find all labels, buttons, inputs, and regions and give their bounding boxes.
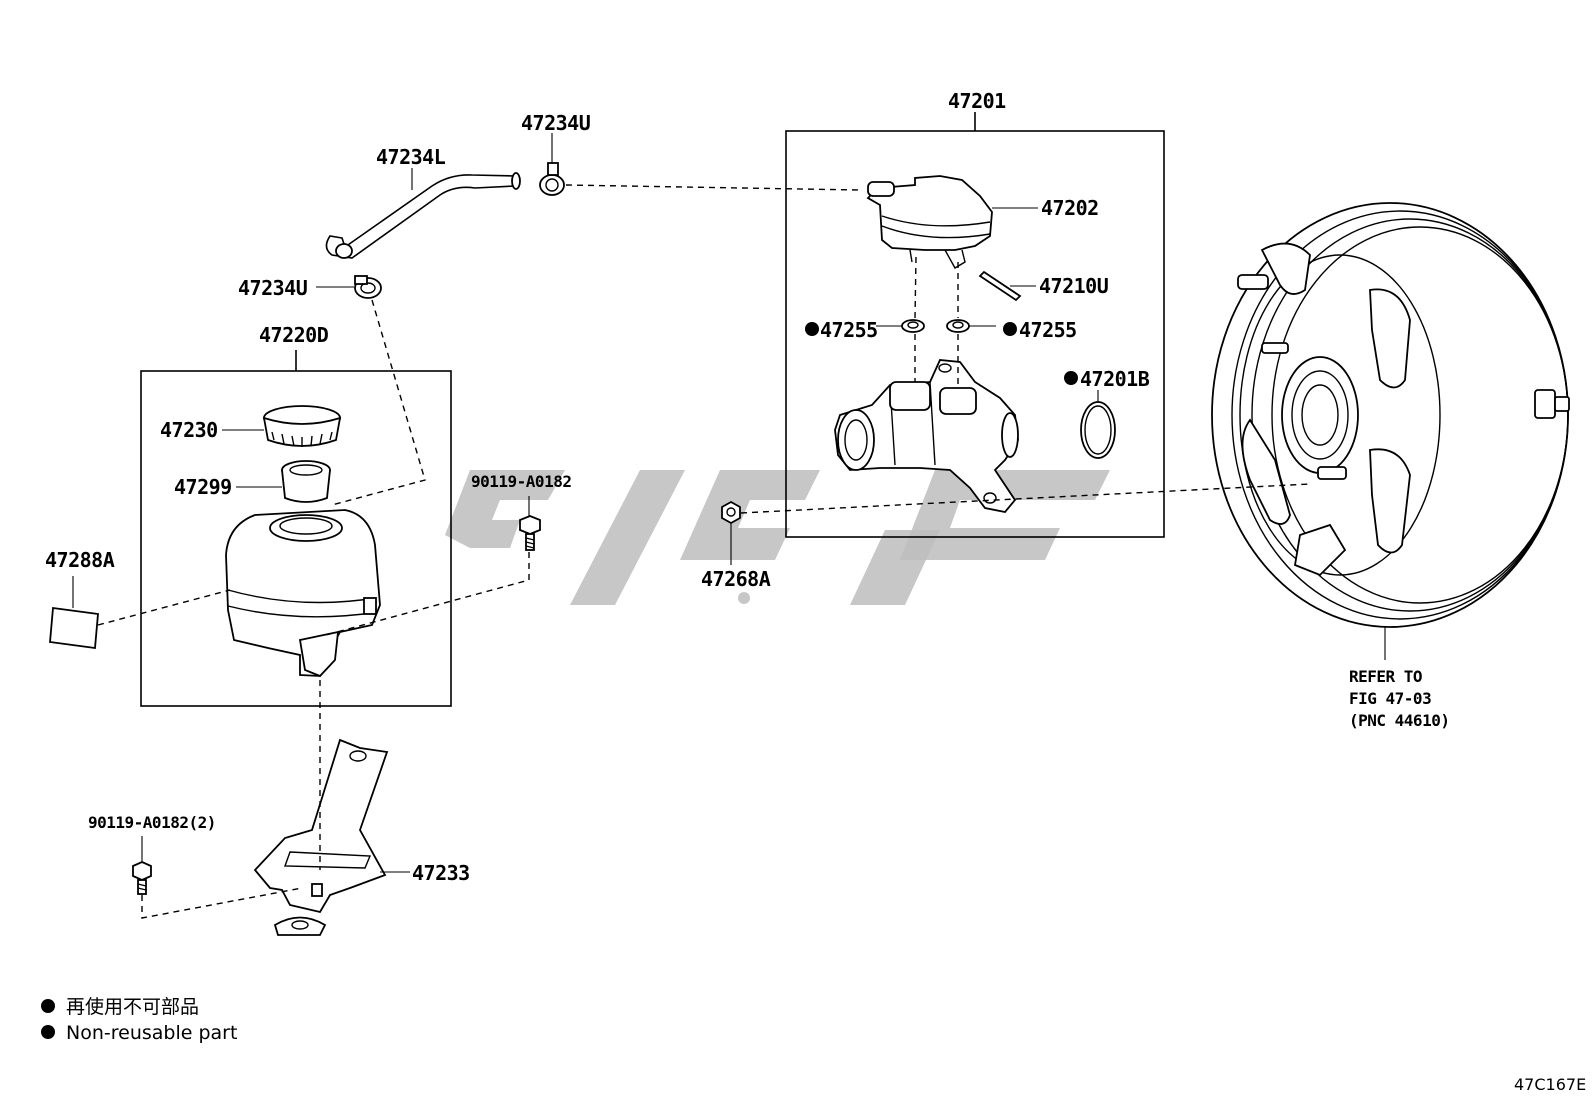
label-47210U: 47210U <box>1039 274 1108 298</box>
label-47220D: 47220D <box>259 323 329 347</box>
legend-english: Non-reusable part <box>66 1022 237 1044</box>
assembly-dash-lines <box>97 184 1311 919</box>
hose-clip-47234U-left <box>354 275 382 299</box>
master-cylinder-body <box>834 359 1019 513</box>
hose-47234L <box>325 172 521 259</box>
label-47234U-left: 47234U <box>238 276 307 300</box>
label-47288A: 47288A <box>45 548 115 572</box>
non-reusable-marker-47201B <box>1064 371 1078 385</box>
caution-label-47288A <box>49 606 99 650</box>
strainer-47299 <box>281 460 331 503</box>
label-47201: 47201 <box>948 89 1006 113</box>
non-reusable-marker-47255-left <box>805 322 819 336</box>
grommet-47255-right <box>946 319 970 333</box>
label-90119-A0182-2: 90119-A0182(2) <box>88 813 216 832</box>
reservoir-tank-body <box>225 509 381 678</box>
label-47201B: 47201B <box>1080 367 1150 391</box>
bracket-47233 <box>253 738 389 936</box>
nut-47268A <box>721 500 741 525</box>
o-ring-47201B <box>1080 401 1116 459</box>
legend-bullet-1 <box>41 999 55 1013</box>
label-47299: 47299 <box>174 475 232 499</box>
label-47255-left: 47255 <box>820 318 878 342</box>
label-47233: 47233 <box>412 861 470 885</box>
reservoir-tank-47202 <box>866 175 993 269</box>
reservoir-cap-47230 <box>262 405 342 447</box>
grommet-47255-left <box>901 319 925 333</box>
non-reusable-marker-47255-right <box>1003 322 1017 336</box>
refer-note-line2: FIG 47-03 <box>1349 689 1431 708</box>
brake-booster <box>1211 202 1570 628</box>
label-47202: 47202 <box>1041 196 1099 220</box>
refer-note-line1: REFER TO <box>1349 667 1422 686</box>
bolt-90119-A0182 <box>519 515 541 551</box>
label-47255-right: 47255 <box>1019 318 1077 342</box>
bolt-90119-A0182-2 <box>132 861 152 895</box>
legend-japanese: 再使用不可部品 <box>66 996 199 1018</box>
hose-clip-47234U-top <box>539 162 565 196</box>
label-47234U-top: 47234U <box>521 111 590 135</box>
legend-bullet-2 <box>41 1025 55 1039</box>
pin-47210U <box>978 270 1022 302</box>
label-47230: 47230 <box>160 418 218 442</box>
figure-code: 47C167E <box>1514 1075 1586 1094</box>
label-47268A: 47268A <box>701 567 771 591</box>
refer-note-line3: (PNC 44610) <box>1349 711 1449 730</box>
label-47234L: 47234L <box>376 145 446 169</box>
label-90119-A0182: 90119-A0182 <box>471 472 571 491</box>
